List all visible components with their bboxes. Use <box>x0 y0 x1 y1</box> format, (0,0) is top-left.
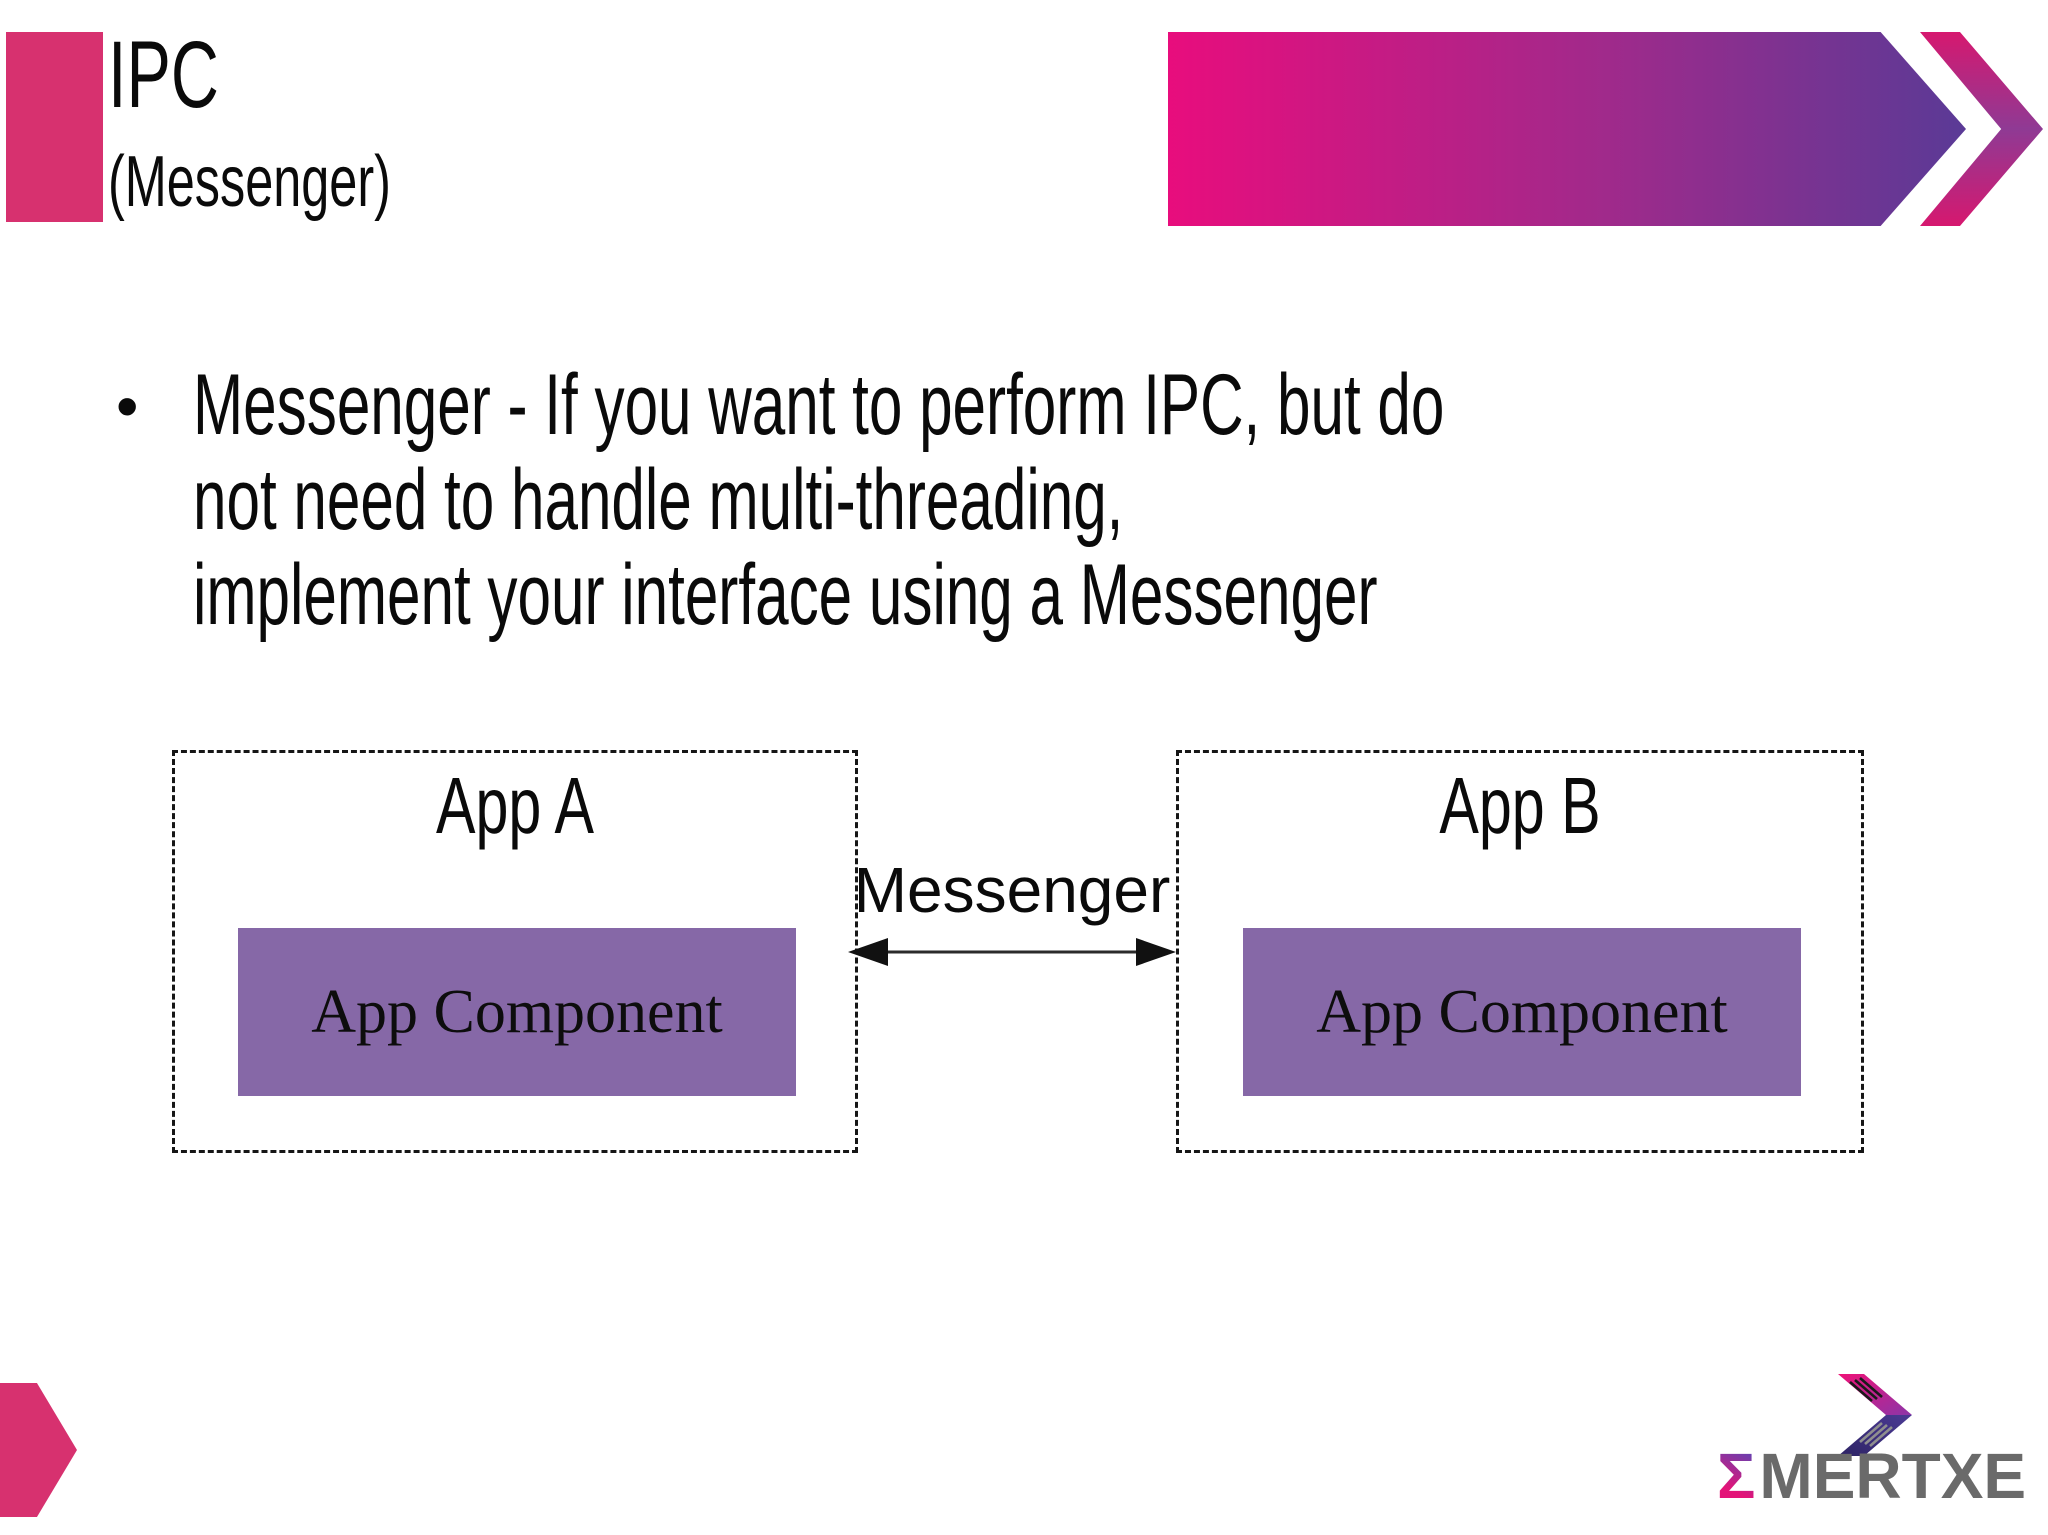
emertxe-logo: Σ MERTXE <box>1717 1372 2037 1524</box>
app-b-title: App B <box>1439 761 1601 850</box>
messenger-arrow-label: Messenger <box>853 854 1171 926</box>
app-b-box <box>1176 750 1864 1153</box>
page-title: IPC <box>108 22 219 128</box>
banner-arrow-icon <box>1168 32 1966 226</box>
logo-chevron-icon <box>1838 1374 1912 1456</box>
bullet-line: implement your interface using a Messeng… <box>193 547 1378 643</box>
app-a-component: App Component <box>238 928 796 1096</box>
bullet-line: not need to handle multi-threading, <box>193 452 1124 548</box>
bullet-item: Messenger - If you want to perform IPC, … <box>193 358 1444 643</box>
logo-wordmark: MERTXE <box>1759 1440 2027 1512</box>
bullet-line: Messenger - If you want to perform IPC, … <box>193 357 1445 453</box>
logo-sigma: Σ <box>1717 1440 1756 1512</box>
app-b-component: App Component <box>1243 928 1801 1096</box>
app-b-component-label: App Component <box>1316 977 1728 1046</box>
app-a-title: App A <box>435 761 594 850</box>
bullet-marker: • <box>116 370 139 442</box>
logo-wordmark-row: Σ MERTXE <box>1717 1444 2026 1508</box>
messenger-arrow-icon <box>848 938 1176 966</box>
app-a-component-label: App Component <box>311 977 723 1046</box>
corner-accent-icon <box>0 1383 77 1517</box>
page-subtitle: (Messenger) <box>108 142 391 222</box>
title-accent-bar-icon <box>6 32 103 222</box>
